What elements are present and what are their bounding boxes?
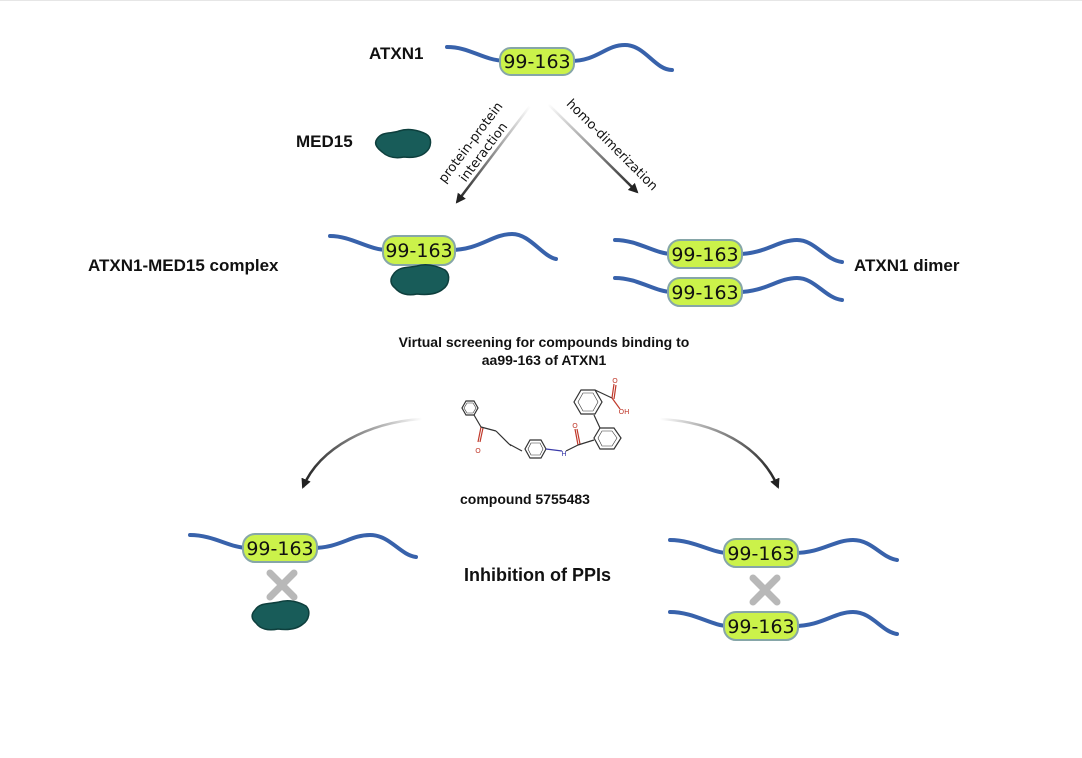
domain-box — [723, 611, 799, 641]
inhibited-dimer-strand-2: 99-163 — [668, 609, 899, 641]
inhibited-complex-strand: 99-163 — [188, 532, 418, 563]
med15-blob-icon — [374, 128, 432, 159]
med15-blob-icon — [390, 264, 450, 296]
domain-label: 99-163 — [671, 282, 738, 304]
domain-box — [242, 533, 318, 563]
domain-label: 99-163 — [727, 616, 794, 638]
domain-label: 99-163 — [246, 538, 313, 560]
chem-atom-o: O — [475, 447, 481, 455]
inhibited-dimer-strand-1: 99-163 — [668, 537, 899, 568]
arrow-curve-left — [301, 417, 423, 489]
screening-title: Virtual screening for compounds binding … — [398, 334, 690, 368]
chem-atom-nh: H — [561, 450, 566, 458]
atxn1-label: ATXN1 — [369, 44, 424, 63]
x-cross-icon — [749, 574, 781, 606]
ppi-label: protein-protein interaction — [436, 100, 511, 187]
chem-atom-oh: OH — [619, 408, 630, 416]
inhibition-label: Inhibition of PPIs — [464, 565, 611, 585]
domain-label: 99-163 — [727, 543, 794, 565]
chem-atom-o: O — [572, 422, 578, 430]
chem-atom-o: O — [612, 377, 618, 385]
complex-strand: 99-163 — [328, 231, 558, 266]
chemical-structure-icon — [461, 383, 622, 459]
arrow-homo — [547, 103, 639, 194]
domain-box — [667, 239, 743, 269]
domain-label: 99-163 — [671, 244, 738, 266]
arrow-ppi — [455, 105, 531, 204]
svg-text:homo-dimerization: homo-dimerization — [563, 97, 661, 195]
dimer-strand-1: 99-163 — [613, 237, 844, 269]
compound-label: compound 5755483 — [460, 491, 590, 507]
med15-blob-icon — [251, 600, 310, 631]
domain-label: 99-163 — [385, 240, 452, 262]
domain-box — [723, 538, 799, 568]
med15-label: MED15 — [296, 132, 353, 151]
atxn1-strand-top: 99-163 — [445, 42, 674, 76]
complex-label: ATXN1-MED15 complex — [88, 256, 279, 275]
domain-box — [499, 47, 575, 76]
arrow-curve-right — [659, 417, 780, 489]
homo-label: homo-dimerization — [563, 97, 661, 195]
dimer-strand-2: 99-163 — [613, 275, 844, 307]
dimer-label: ATXN1 dimer — [854, 256, 960, 275]
domain-box — [667, 277, 743, 307]
domain-label: 99-163 — [503, 51, 570, 73]
x-cross-icon — [266, 569, 298, 601]
